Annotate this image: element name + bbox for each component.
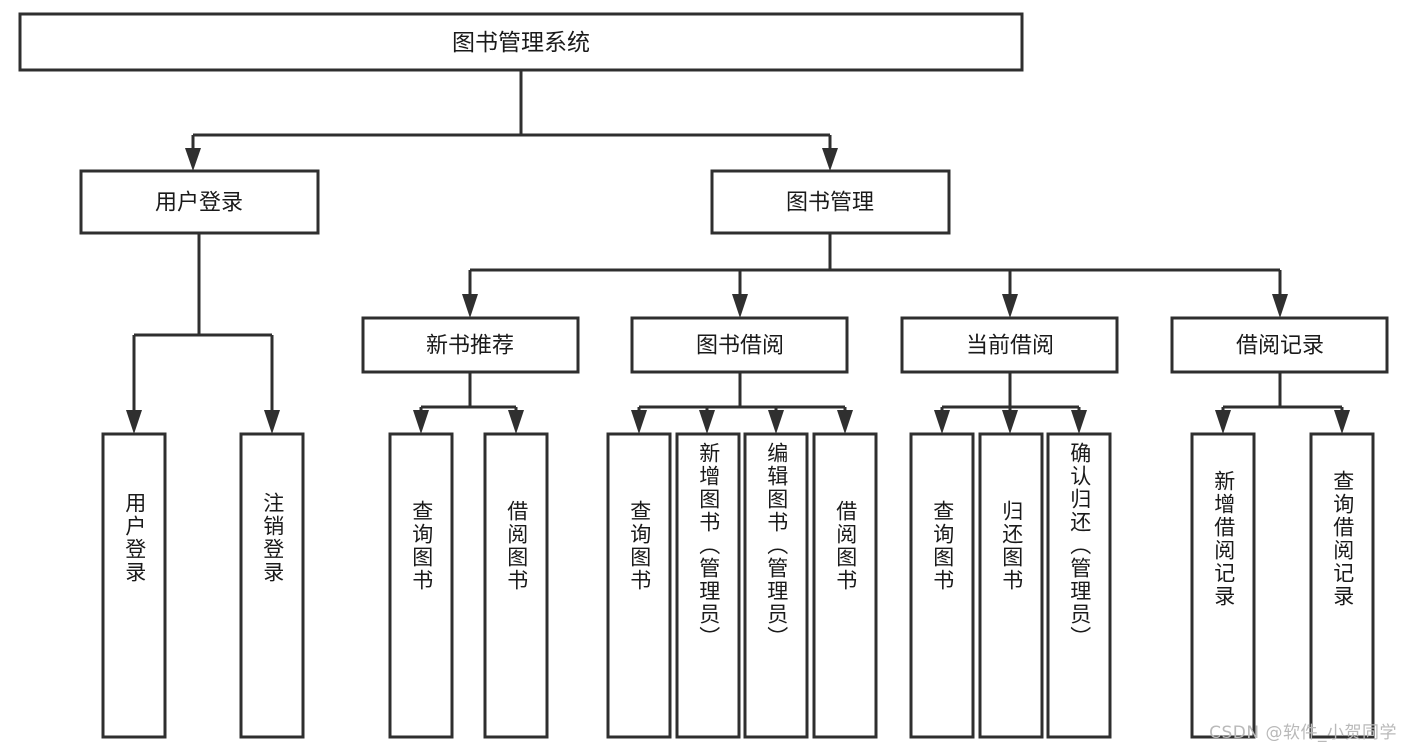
node-user-login[interactable]: 用户登录 bbox=[79, 169, 320, 235]
leaf-box-query-book-1[interactable] bbox=[388, 432, 454, 739]
node-borrow-record[interactable]: 借阅记录 bbox=[1170, 316, 1389, 374]
leaf-box-logout-login[interactable] bbox=[239, 432, 305, 739]
leaf-box-query-record[interactable] bbox=[1309, 432, 1375, 739]
connector-new-book-recommend-leaves bbox=[413, 372, 524, 434]
node-current-borrow-box[interactable] bbox=[900, 316, 1119, 374]
leaf-box-confirm-return[interactable] bbox=[1046, 432, 1112, 739]
node-user-login-label: 用户登录 bbox=[155, 191, 243, 216]
node-current-borrow[interactable]: 当前借阅 bbox=[900, 316, 1119, 374]
connector-borrow-record-leaves bbox=[1215, 372, 1350, 434]
node-root[interactable]: 图书管理系统 bbox=[18, 12, 1024, 72]
connector-user-login-leaves bbox=[126, 233, 280, 434]
leaf-box-user-login[interactable] bbox=[101, 432, 167, 739]
node-new-book-recommend-label: 新书推荐 bbox=[426, 334, 514, 359]
leaf-box-query-book-2[interactable] bbox=[606, 432, 672, 739]
leaf-box-query-book-3[interactable] bbox=[909, 432, 975, 739]
node-book-borrow[interactable]: 图书借阅 bbox=[630, 316, 849, 374]
leaf-box-edit-book[interactable] bbox=[743, 432, 809, 739]
node-borrow-record-label: 借阅记录 bbox=[1236, 334, 1324, 359]
node-new-book-recommend-box[interactable] bbox=[361, 316, 580, 374]
connector-book-borrow-leaves bbox=[631, 372, 853, 434]
connector-book-management-bus bbox=[462, 233, 1288, 318]
connector-root-bus bbox=[185, 70, 838, 171]
arrow-head-user-login bbox=[185, 148, 201, 171]
node-book-management[interactable]: 图书管理 bbox=[710, 169, 951, 235]
leaf-box-add-book[interactable] bbox=[675, 432, 741, 739]
arrow-head-book-management bbox=[822, 148, 838, 171]
node-new-book-recommend[interactable]: 新书推荐 bbox=[361, 316, 580, 374]
watermark-text: CSDN @软件_小贺同学 bbox=[1209, 723, 1397, 743]
connector-current-borrow-leaves bbox=[934, 372, 1087, 434]
leaf-box-borrow-book-1[interactable] bbox=[483, 432, 549, 739]
leaf-box-borrow-book-2[interactable] bbox=[812, 432, 878, 739]
node-book-management-label: 图书管理 bbox=[786, 191, 874, 216]
node-user-login-box[interactable] bbox=[79, 169, 320, 235]
node-book-borrow-label: 图书借阅 bbox=[696, 334, 784, 359]
node-root-label: 图书管理系统 bbox=[452, 30, 590, 56]
leaf-box-return-book[interactable] bbox=[978, 432, 1044, 739]
node-current-borrow-label: 当前借阅 bbox=[966, 334, 1054, 359]
node-root-box[interactable] bbox=[18, 12, 1024, 72]
leaf-box-add-record[interactable] bbox=[1190, 432, 1256, 739]
